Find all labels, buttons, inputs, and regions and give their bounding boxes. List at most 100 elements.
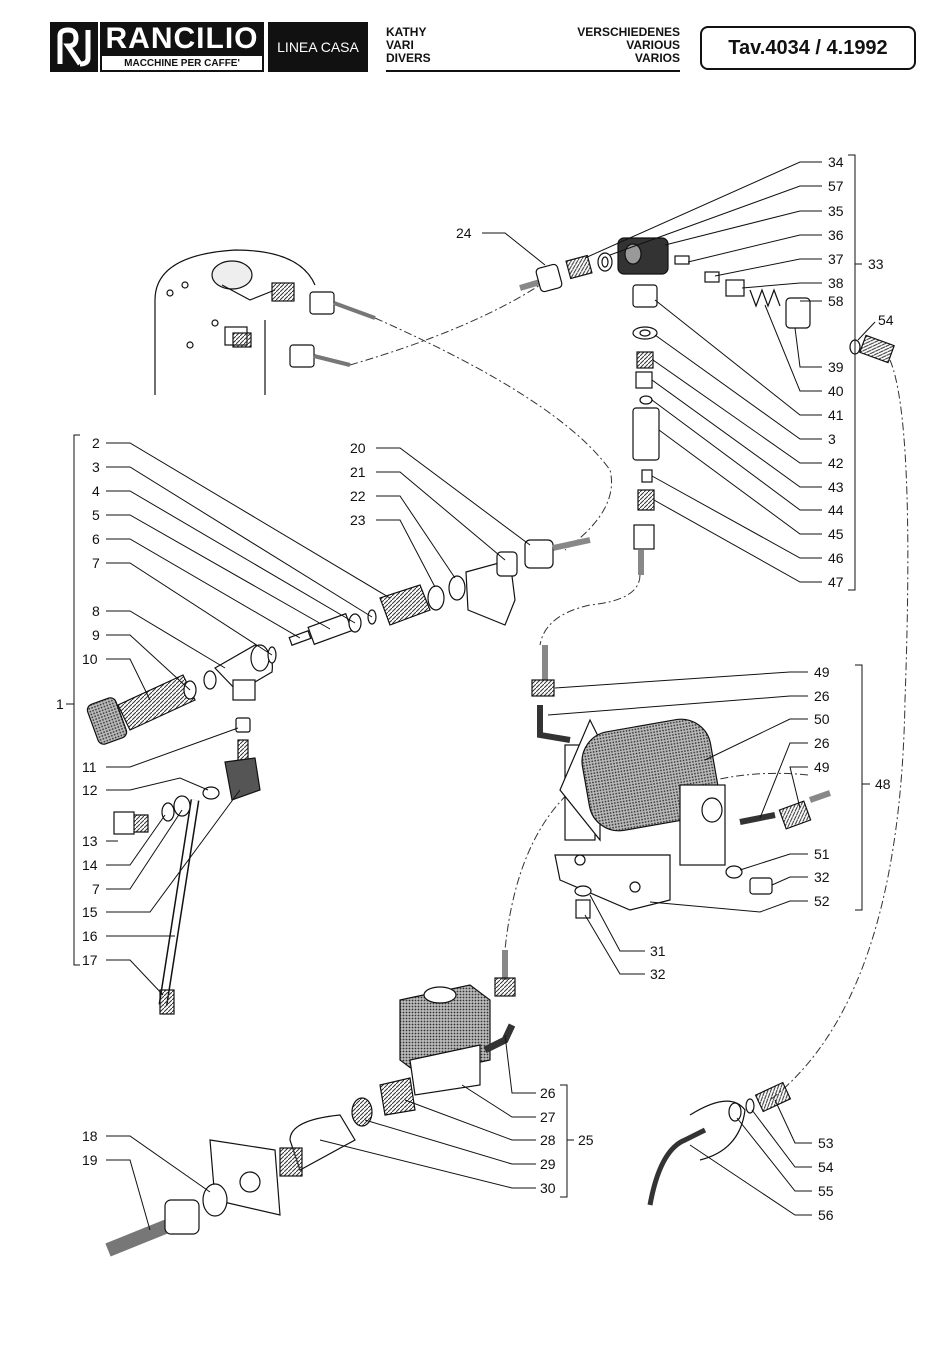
callout-label: 16 (82, 928, 98, 944)
callout-label: 31 (650, 943, 666, 959)
callout-47: 47 (654, 500, 844, 590)
callout-12: 12 (82, 778, 208, 798)
callout-53: 53 (775, 1100, 834, 1151)
callout-label: 32 (650, 966, 666, 982)
callout-label: 39 (828, 359, 844, 375)
callout-13: 13 (82, 833, 118, 849)
callout-44: 44 (652, 400, 844, 518)
callout-3-left: 3 (92, 459, 372, 617)
callout-17: 17 (82, 952, 163, 995)
valve-assembly (86, 540, 590, 746)
callout-label: 27 (540, 1109, 556, 1125)
callout-label: 26 (814, 735, 830, 751)
callout-43: 43 (652, 380, 844, 495)
callout-37: 37 (715, 251, 844, 276)
callout-36: 36 (688, 227, 844, 262)
callout-35: 35 (665, 203, 844, 245)
callout-label: 43 (828, 479, 844, 495)
callout-45: 45 (659, 430, 844, 542)
callout-label: 17 (82, 952, 98, 968)
callout-32-right: 32 (772, 869, 830, 885)
boiler-fitting-lower (225, 327, 350, 367)
callout-52: 52 (650, 893, 830, 912)
boiler-sketch (155, 250, 315, 395)
callout-2: 2 (92, 435, 390, 598)
callout-19: 19 (82, 1152, 150, 1230)
callout-label: 2 (92, 435, 100, 451)
right-hose-clamp (850, 335, 894, 362)
callout-label: 46 (828, 550, 844, 566)
callout-label: 8 (92, 603, 100, 619)
callout-24: 24 (456, 225, 545, 265)
callout-26-lower: 26 (505, 1035, 556, 1101)
callout-label: 3 (92, 459, 100, 475)
steam-pipe (114, 718, 260, 1014)
callout-label: 3 (828, 431, 836, 447)
callout-51: 51 (740, 846, 830, 870)
callout-28: 28 (405, 1100, 556, 1148)
callout-label: 54 (818, 1159, 834, 1175)
callout-label: 12 (82, 782, 98, 798)
callout-label: 44 (828, 502, 844, 518)
callout-label: 29 (540, 1156, 556, 1172)
callout-label: 25 (578, 1132, 594, 1148)
callout-label: 21 (350, 464, 366, 480)
callout-39: 39 (795, 328, 844, 375)
callout-label: 10 (82, 651, 98, 667)
callout-label: 37 (828, 251, 844, 267)
callout-label: 54 (878, 312, 894, 328)
callout-30: 30 (320, 1140, 556, 1196)
callout-label: 26 (814, 688, 830, 704)
callout-label: 58 (828, 293, 844, 309)
callout-label: 38 (828, 275, 844, 291)
callout-label: 35 (828, 203, 844, 219)
callout-label: 13 (82, 833, 98, 849)
callout-label: 22 (350, 488, 366, 504)
callout-15: 15 (82, 790, 240, 920)
callout-label: 30 (540, 1180, 556, 1196)
callout-23: 23 (350, 512, 435, 587)
callout-label: 56 (818, 1207, 834, 1223)
callout-label: 9 (92, 627, 100, 643)
callout-38: 38 (742, 275, 844, 291)
callout-label: 45 (828, 526, 844, 542)
callout-label: 33 (868, 256, 884, 272)
vibration-pump (532, 645, 830, 918)
callout-6: 6 (92, 531, 300, 638)
callout-label: 20 (350, 440, 366, 456)
callout-label: 47 (828, 574, 844, 590)
boiler-fitting-upper (272, 283, 375, 318)
callout-54-top: 54 (858, 312, 894, 340)
callout-41: 41 (655, 300, 844, 423)
callout-4: 4 (92, 483, 355, 623)
callout-22: 22 (350, 488, 455, 578)
callout-10: 10 (82, 651, 150, 700)
callout-label: 7 (92, 555, 100, 571)
callout-label: 53 (818, 1135, 834, 1151)
callout-21: 21 (350, 464, 505, 560)
callout-20: 20 (350, 440, 530, 545)
callout-label: 15 (82, 904, 98, 920)
callout-label: 19 (82, 1152, 98, 1168)
callout-label: 4 (92, 483, 100, 499)
callout-label: 23 (350, 512, 366, 528)
upper-right-fitting-assembly (520, 238, 810, 575)
inlet-hose (108, 1184, 227, 1250)
callout-label: 49 (814, 759, 830, 775)
callout-label: 49 (814, 664, 830, 680)
callout-label: 34 (828, 154, 844, 170)
drain-fitting (650, 1083, 790, 1205)
callout-29: 29 (365, 1120, 556, 1172)
callout-label: 18 (82, 1128, 98, 1144)
callout-label: 14 (82, 857, 98, 873)
callout-33: 33 (848, 155, 884, 590)
callout-label: 28 (540, 1132, 556, 1148)
callout-label: 24 (456, 225, 472, 241)
callout-label: 51 (814, 846, 830, 862)
callout-label: 7 (92, 881, 100, 897)
callout-48: 48 (855, 665, 891, 910)
callout-label: 48 (875, 776, 891, 792)
callout-label: 42 (828, 455, 844, 471)
callout-label: 5 (92, 507, 100, 523)
